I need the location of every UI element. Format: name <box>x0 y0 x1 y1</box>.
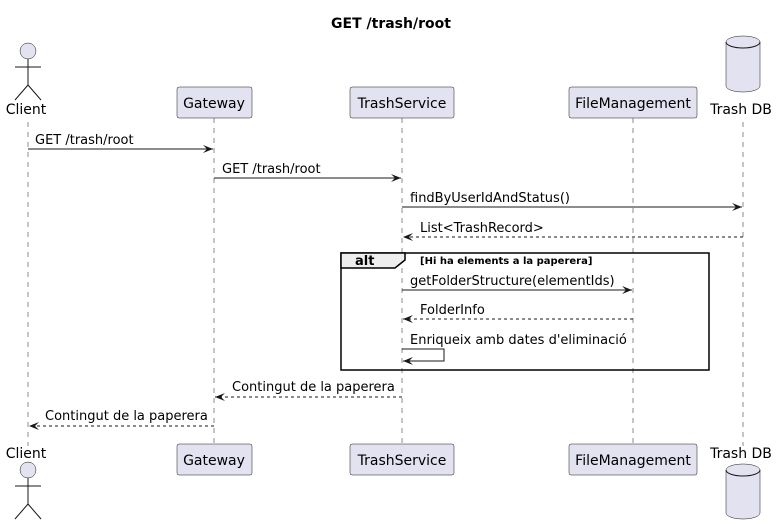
alt-frame <box>340 252 710 371</box>
participants-top: Client Gateway TrashService FileManageme… <box>6 35 772 119</box>
diagram-title: GET /trash/root <box>331 16 451 32</box>
lifelines <box>27 118 744 446</box>
actor-icon <box>19 461 37 479</box>
participant-trashservice-bottom: TrashService <box>349 443 455 476</box>
message-label: findByUserIdAndStatus() <box>410 191 570 206</box>
participant-filemanagement-bottom: FileManagement <box>568 443 698 476</box>
actor-client-bottom: Client <box>6 446 47 520</box>
message-3: findByUserIdAndStatus() <box>402 191 742 211</box>
participant-gateway-bottom: Gateway <box>176 443 253 476</box>
message-label: Contingut de la paperera <box>232 380 395 395</box>
actor-icon <box>19 42 37 60</box>
participant-label-client: Client <box>6 102 47 118</box>
participant-label-trashservice-bottom: TrashService <box>357 453 447 469</box>
message-label: FolderInfo <box>420 303 485 318</box>
alt-fragment: alt [Hi ha elements a la paperera] <box>340 252 710 371</box>
message-label: Contingut de la paperera <box>45 409 208 424</box>
participant-label-trashservice: TrashService <box>357 96 447 112</box>
participant-label-filemanagement-bottom: FileManagement <box>575 453 691 469</box>
message-4: List<TrashRecord> <box>403 221 743 241</box>
database-icon <box>725 35 761 93</box>
messages: GET /trash/root GET /trash/root findByUs… <box>28 133 743 430</box>
participant-filemanagement-top: FileManagement <box>568 86 698 119</box>
participant-label-client-bottom: Client <box>6 446 47 462</box>
message-label: GET /trash/root <box>35 133 134 148</box>
participants-bottom: Client Gateway TrashService FileManageme… <box>6 443 772 520</box>
message-6: FolderInfo <box>403 303 633 323</box>
participant-label-filemanagement: FileManagement <box>575 96 691 112</box>
database-trash-db-bottom: Trash DB <box>709 446 772 520</box>
participant-label-gateway: Gateway <box>183 96 245 112</box>
database-icon <box>725 463 761 520</box>
message-1: GET /trash/root <box>28 133 213 153</box>
participant-label-trash-db: Trash DB <box>709 102 772 118</box>
message-7-self: Enriqueix amb dates d'eliminació <box>402 333 627 365</box>
actor-client-top: Client <box>6 42 47 118</box>
participant-gateway-top: Gateway <box>176 86 253 119</box>
message-label: GET /trash/root <box>222 162 321 177</box>
database-trash-db-top: Trash DB <box>709 35 772 118</box>
alt-keyword: alt <box>355 254 374 269</box>
message-2: GET /trash/root <box>214 162 401 182</box>
alt-tab <box>340 252 406 269</box>
participant-trashservice-top: TrashService <box>349 86 455 119</box>
participant-label-trash-db-bottom: Trash DB <box>709 446 772 462</box>
message-label: Enriqueix amb dates d'eliminació <box>410 333 627 348</box>
message-8: Contingut de la paperera <box>215 380 402 401</box>
message-5: getFolderStructure(elementIds) <box>402 274 632 294</box>
alt-condition: [Hi ha elements a la paperera] <box>420 256 592 267</box>
message-label: getFolderStructure(elementIds) <box>410 274 615 289</box>
participant-label-gateway-bottom: Gateway <box>183 453 245 469</box>
message-9: Contingut de la paperera <box>29 409 214 430</box>
message-label: List<TrashRecord> <box>420 221 544 236</box>
